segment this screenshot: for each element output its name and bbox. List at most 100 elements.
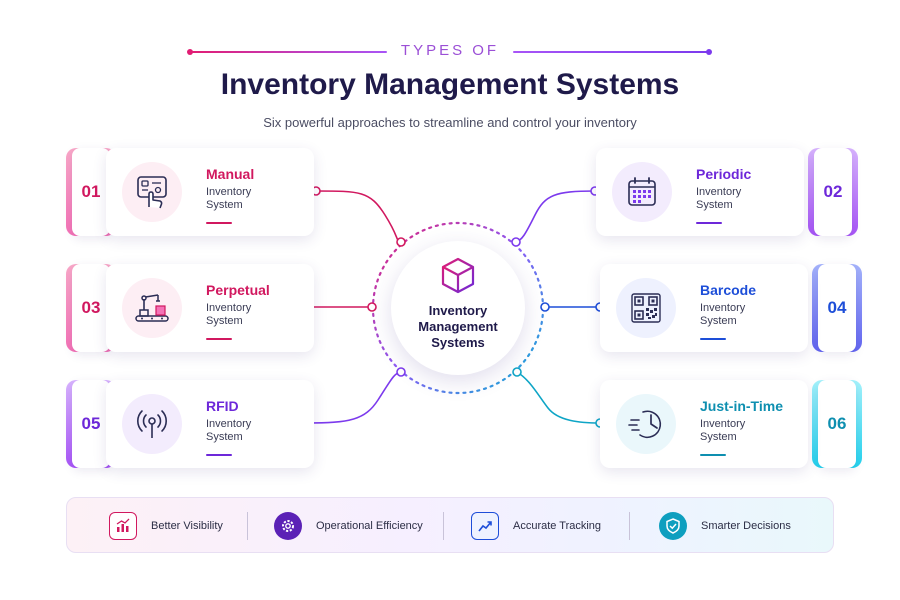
card-body-05: RFID Inventory System — [106, 380, 314, 468]
benefit-better-visibility: Better Visibility — [109, 498, 223, 554]
benefit-separator-3 — [629, 512, 630, 540]
hub-line-3: Systems — [431, 335, 485, 350]
rfid-signal-icon — [137, 410, 167, 438]
card-underline-05 — [206, 454, 232, 456]
benefits-bar: Better Visibility Operational Efficiency… — [66, 497, 834, 553]
connector-05 — [305, 371, 402, 424]
benefit-label-1: Better Visibility — [151, 520, 223, 532]
card-subtitle-02-line-2: System — [696, 199, 733, 211]
card-text-01: Manual Inventory System — [206, 166, 316, 212]
card-text-02: Periodic Inventory System — [696, 166, 806, 212]
card-subtitle-01-line-1: Inventory — [206, 186, 252, 198]
number-tab-02: 02 — [814, 148, 852, 236]
bar-chart-icon — [109, 512, 137, 540]
trend-up-icon — [471, 512, 499, 540]
card-title-01: Manual — [206, 166, 255, 182]
system-card-periodic: 02 — [596, 148, 858, 236]
card-title-02: Periodic — [696, 166, 752, 182]
card-body-04: Barcode Inventory System — [600, 264, 808, 352]
card-text-06: Just-in-Time Inventory System — [700, 398, 810, 444]
card-subtitle-02-line-1: Inventory — [696, 186, 742, 198]
card-subtitle-06-line-2: System — [700, 431, 737, 443]
connector-01 — [315, 190, 402, 243]
card-body-02: Periodic Inventory System — [596, 148, 804, 236]
qr-code-icon — [631, 293, 661, 323]
kicker-dot-left — [187, 49, 193, 55]
card-underline-01 — [206, 222, 232, 224]
card-text-04: Barcode Inventory System — [700, 282, 810, 328]
kicker-line-right — [513, 51, 708, 53]
connector-03-end-dot — [367, 302, 377, 312]
benefit-label-4: Smarter Decisions — [701, 520, 791, 532]
kicker-dot-right — [706, 49, 712, 55]
benefit-operational-efficiency: Operational Efficiency — [274, 498, 423, 554]
shield-check-icon — [659, 512, 687, 540]
card-subtitle-06-line-1: Inventory — [700, 418, 746, 430]
card-text-03: Perpetual Inventory System — [206, 282, 316, 328]
kicker-line-left — [192, 51, 387, 53]
number-tab-06: 06 — [818, 380, 856, 468]
connector-02-end-dot — [511, 237, 521, 247]
card-subtitle-06: Inventory System — [700, 418, 810, 444]
card-body-01: Manual Inventory System — [106, 148, 314, 236]
card-subtitle-01: Inventory System — [206, 186, 316, 212]
card-subtitle-02: Inventory System — [696, 186, 806, 212]
connector-06 — [516, 371, 601, 424]
hub-circle: Inventory Management Systems — [391, 241, 525, 375]
icon-circle-04 — [616, 278, 676, 338]
hand-touch-panel-icon — [137, 176, 167, 209]
page-subtitle: Six powerful approaches to streamline an… — [263, 115, 637, 130]
system-card-perpetual: 03 Perpetual Invent — [66, 264, 328, 352]
system-card-just-in-time: 06 Just-in-Time Inventory System — [600, 380, 862, 468]
hub-title: Inventory Management Systems — [391, 303, 525, 351]
card-underline-02 — [696, 222, 722, 224]
card-body-06: Just-in-Time Inventory System — [600, 380, 808, 468]
calendar-icon — [628, 177, 656, 206]
cube-icon — [441, 257, 475, 294]
card-text-05: RFID Inventory System — [206, 398, 316, 444]
card-subtitle-03-line-1: Inventory — [206, 302, 252, 314]
card-subtitle-04-line-1: Inventory — [700, 302, 746, 314]
card-title-06: Just-in-Time — [700, 398, 783, 414]
card-underline-06 — [700, 454, 726, 456]
benefit-label-2: Operational Efficiency — [316, 520, 423, 532]
card-underline-04 — [700, 338, 726, 340]
benefit-separator-2 — [443, 512, 444, 540]
number-tab-01: 01 — [72, 148, 110, 236]
hub-line-1: Inventory — [428, 303, 488, 318]
kicker-text: TYPES OF — [400, 42, 500, 59]
connector-01-end-dot — [396, 237, 406, 247]
number-tab-04: 04 — [818, 264, 856, 352]
page-title: Inventory Management Systems — [220, 68, 680, 101]
card-title-03: Perpetual — [206, 282, 270, 298]
icon-circle-06 — [616, 394, 676, 454]
card-subtitle-01-line-2: System — [206, 199, 243, 211]
connector-04-start-dot — [540, 302, 550, 312]
benefit-smarter-decisions: Smarter Decisions — [659, 498, 791, 554]
hub-line-2: Management — [418, 319, 498, 334]
card-body-03: Perpetual Inventory System — [106, 264, 314, 352]
card-title-04: Barcode — [700, 282, 757, 298]
card-subtitle-04-line-2: System — [700, 315, 737, 327]
card-underline-03 — [206, 338, 232, 340]
system-card-rfid: 05 RFID Inventory System — [66, 380, 328, 468]
card-subtitle-03: Inventory System — [206, 302, 316, 328]
benefit-label-3: Accurate Tracking — [513, 520, 602, 532]
gear-icon — [274, 512, 302, 540]
card-subtitle-03-line-2: System — [206, 315, 243, 327]
card-subtitle-04: Inventory System — [700, 302, 810, 328]
number-tab-03: 03 — [72, 264, 110, 352]
icon-circle-02 — [612, 162, 672, 222]
connector-02 — [515, 190, 596, 243]
icon-circle-01 — [122, 162, 182, 222]
card-title-05: RFID — [206, 398, 239, 414]
connector-05-end-dot — [396, 367, 406, 377]
number-tab-05: 05 — [72, 380, 110, 468]
benefit-separator-1 — [247, 512, 248, 540]
system-card-barcode: 04 — [600, 264, 862, 352]
card-subtitle-05: Inventory System — [206, 418, 316, 444]
card-subtitle-05-line-1: Inventory — [206, 418, 252, 430]
robotic-arm-conveyor-icon — [135, 294, 169, 322]
